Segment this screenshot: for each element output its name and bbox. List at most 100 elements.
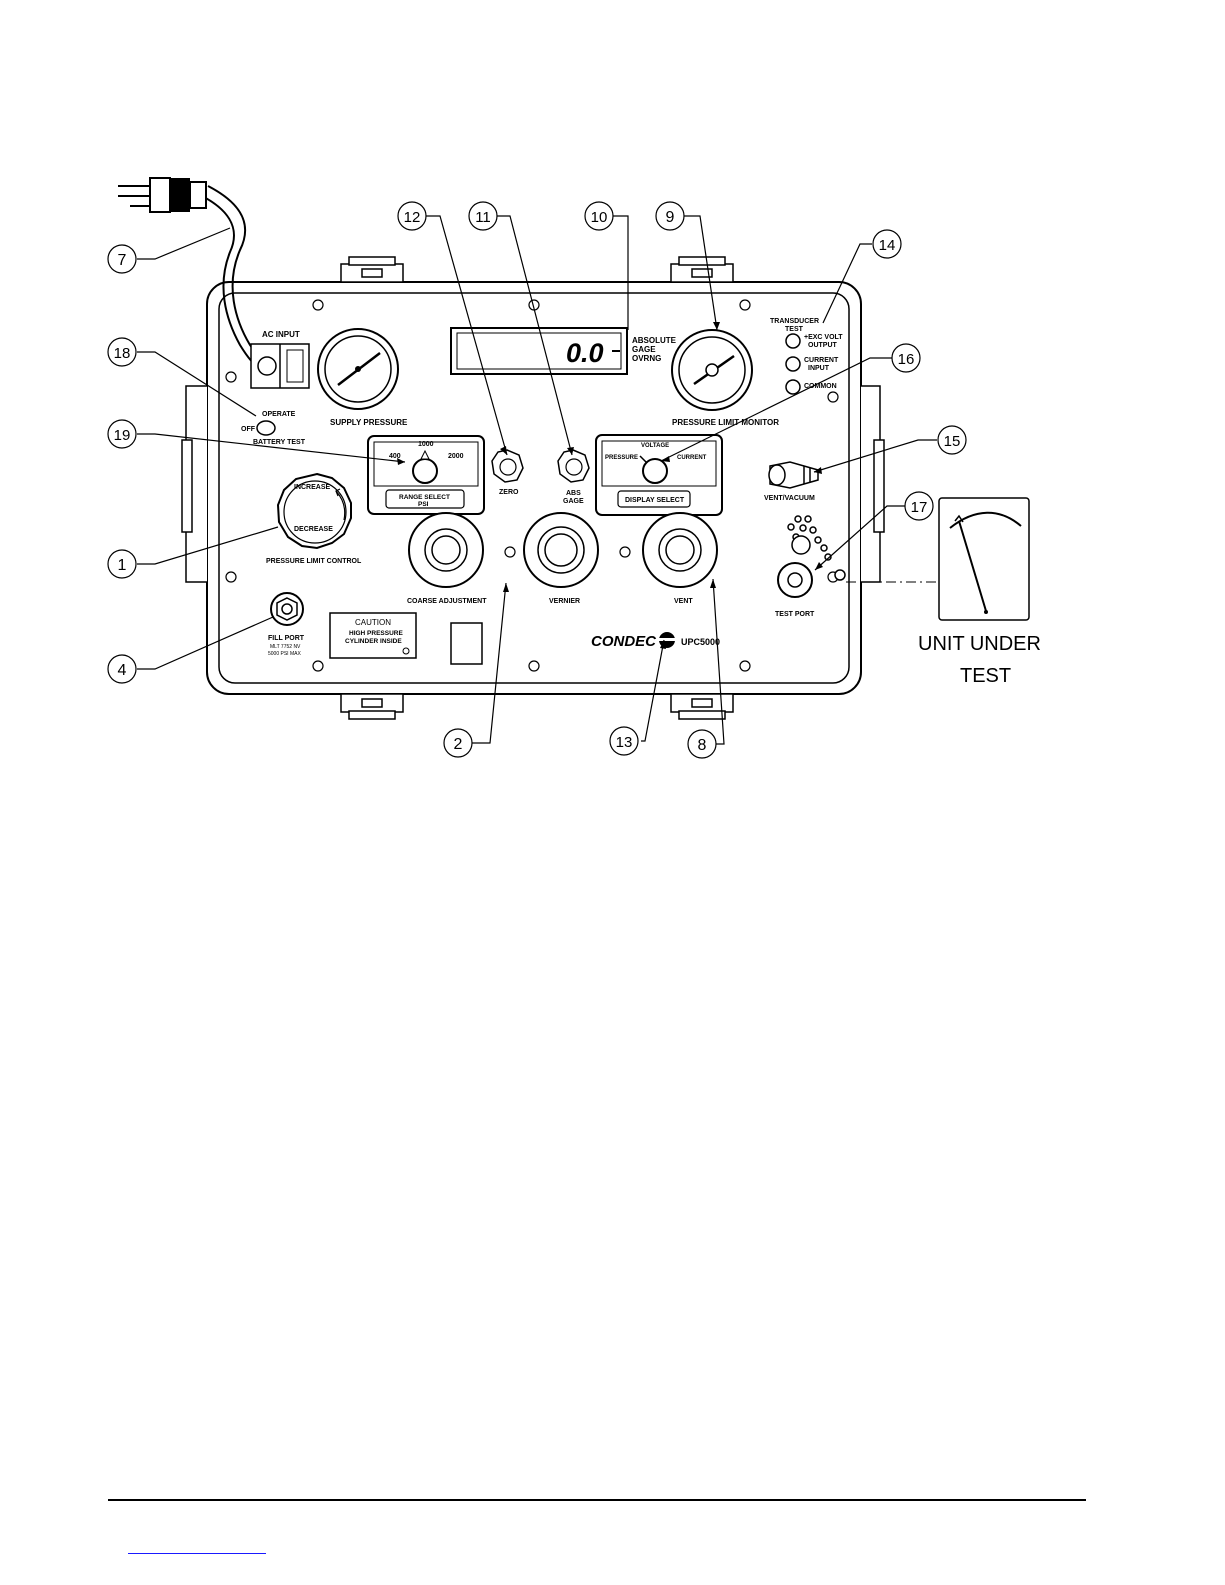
range-unit-label: PSI (418, 501, 429, 508)
leader-arrowheads (397, 322, 823, 649)
callout-16: 16 (891, 343, 921, 373)
display-select-label: DISPLAY SELECT (625, 497, 685, 504)
latch-top-right (670, 256, 734, 283)
vent-valve[interactable] (642, 512, 718, 588)
svg-text:19: 19 (114, 427, 131, 444)
brand-logo: CONDEC (591, 633, 657, 650)
svg-text:17: 17 (911, 499, 928, 516)
caution-title: CAUTION (355, 618, 391, 627)
display-pressure-label: PRESSURE (605, 455, 638, 461)
digital-display: 0.0 (450, 327, 628, 375)
test-port-label: TEST PORT (775, 611, 815, 618)
display-select-knob[interactable] (642, 458, 668, 484)
svg-text:10: 10 (591, 209, 608, 226)
current-input-label: INPUT (808, 365, 830, 372)
caution-line-2: CYLINDER INSIDE (345, 638, 402, 645)
footer-link-underline[interactable] (128, 1553, 266, 1554)
model-label: UPC5000 (681, 637, 720, 647)
vernier-valve[interactable] (523, 512, 599, 588)
abs-gage-knob[interactable] (557, 449, 590, 483)
unit-under-test (846, 497, 1030, 621)
pressure-limit-monitor-gauge (671, 329, 753, 411)
svg-text:2: 2 (454, 736, 463, 753)
gage-label: GAGE (563, 498, 584, 505)
arrow-icon (335, 490, 346, 521)
callout-12: 12 (397, 201, 427, 231)
side-handle-right (861, 385, 885, 583)
callout-4: 4 (107, 654, 137, 684)
callout-8: 8 (687, 729, 717, 759)
current-label: CURRENT (804, 357, 839, 364)
range-select-knob[interactable] (412, 458, 438, 484)
latch-bottom-left (340, 693, 404, 720)
vent-vacuum-fitting[interactable] (768, 461, 819, 489)
ac-input-label: AC INPUT (262, 330, 300, 339)
footer-rule (108, 1499, 1086, 1501)
svg-text:8: 8 (698, 737, 707, 754)
common-label: COMMON (804, 383, 837, 390)
callout-17: 17 (904, 491, 934, 521)
pressure-limit-control-label: PRESSURE LIMIT CONTROL (266, 558, 362, 565)
pressure-limit-monitor-label: PRESSURE LIMIT MONITOR (672, 418, 779, 427)
callout-13: 13 (609, 726, 639, 756)
pressure-limit-control-knob[interactable] (276, 472, 352, 550)
exc-volt-jack (785, 333, 801, 349)
operate-label: OPERATE (262, 411, 296, 418)
callout-15: 15 (937, 425, 967, 455)
svg-text:4: 4 (118, 662, 127, 679)
coarse-adjustment-valve[interactable] (408, 512, 484, 588)
leader-lines (137, 215, 937, 745)
unit-under-test-line-1: UNIT UNDER (918, 633, 1041, 655)
zero-label: ZERO (499, 489, 519, 496)
current-input-jack (785, 356, 801, 372)
exc-volt-output-label: OUTPUT (808, 342, 838, 349)
zero-knob[interactable] (491, 449, 524, 483)
callout-14: 14 (872, 229, 902, 259)
gauge-needle-icon (958, 520, 987, 612)
pointer-icon (639, 455, 647, 463)
range-2000-label: 2000 (448, 453, 464, 460)
svg-text:18: 18 (114, 345, 131, 362)
fill-port-note-1: MLT 7752 NV (270, 644, 301, 650)
callout-18: 18 (107, 337, 137, 367)
side-handle-left (181, 385, 207, 583)
battery-test-label: BATTERY TEST (253, 439, 306, 446)
supply-pressure-label: SUPPLY PRESSURE (330, 418, 408, 427)
supply-pressure-gauge (317, 328, 399, 410)
exc-volt-label: +EXC VOLT (804, 334, 843, 341)
ac-input-connector[interactable] (250, 343, 310, 389)
range-1000-label: 1000 (418, 441, 434, 448)
callout-1: 1 (107, 549, 137, 579)
display-mode-ovrng: OVRNG (632, 354, 661, 363)
display-voltage-label: VOLTAGE (641, 443, 669, 449)
power-cord (201, 185, 269, 371)
vent-vacuum-label: VENT/VACUUM (764, 495, 815, 502)
svg-text:16: 16 (898, 351, 915, 368)
callout-9: 9 (655, 201, 685, 231)
transducer-jacks[interactable] (785, 333, 801, 395)
range-select-label: RANGE SELECT (399, 494, 450, 501)
decrease-label: DECREASE (294, 526, 333, 533)
transducer-test-label: TEST (785, 326, 804, 333)
caution-plate (329, 612, 417, 659)
latch-bottom-right (670, 693, 734, 720)
increase-label: INCREASE (294, 484, 331, 491)
callout-10: 10 (584, 201, 614, 231)
svg-text:1: 1 (118, 557, 127, 574)
abs-label: ABS (566, 490, 581, 497)
vent-label: VENT (674, 598, 693, 605)
off-label: OFF (241, 426, 256, 433)
common-jack (785, 379, 801, 395)
pointer-icon (420, 449, 430, 460)
callout-11: 11 (468, 201, 498, 231)
fill-port-note-2: 5000 PSI MAX (268, 651, 301, 657)
test-port[interactable] (777, 515, 846, 598)
svg-text:7: 7 (118, 252, 127, 269)
fill-port[interactable] (270, 592, 304, 626)
vernier-label: VERNIER (549, 598, 580, 605)
power-switch[interactable] (256, 420, 276, 436)
svg-text:14: 14 (879, 237, 896, 254)
transducer-label: TRANSDUCER (770, 318, 819, 325)
unit-under-test-line-2: TEST (960, 665, 1011, 687)
callout-19: 19 (107, 419, 137, 449)
